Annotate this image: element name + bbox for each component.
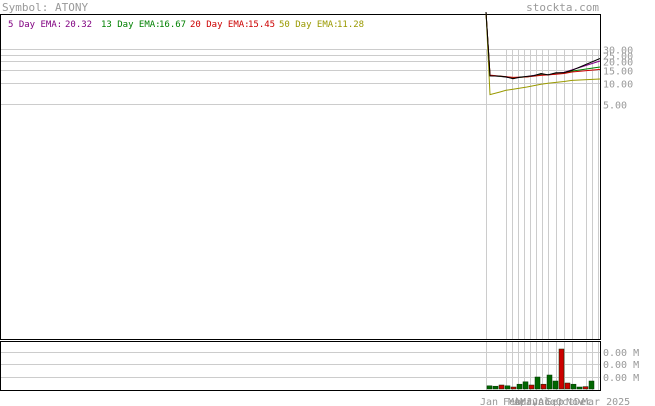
volume-bar xyxy=(540,383,547,390)
x-tick-label: Sep xyxy=(546,397,564,406)
x-tick-label: Feb xyxy=(503,397,521,406)
ema-legend: 5 Day EMA: 20.32 13 Day EMA: 16.67 20 Da… xyxy=(8,20,364,30)
y-tick-label: 15.00 xyxy=(603,67,633,78)
grid-lines xyxy=(1,49,600,390)
volume-bar xyxy=(588,380,595,390)
volume-bar xyxy=(576,386,583,390)
legend-ema-20-label: 20 Day EMA: xyxy=(190,20,250,30)
legend-ema-5-label: 5 Day EMA: xyxy=(8,20,62,30)
y-tick-label: 30.00 xyxy=(603,46,633,57)
legend-ema-50-value: 11.28 xyxy=(337,20,364,30)
legend-ema-50-label: 50 Day EMA: xyxy=(279,20,339,30)
x-tick-label: Jan xyxy=(480,397,498,406)
volume-bar xyxy=(510,386,517,390)
legend-ema-5-value: 20.32 xyxy=(65,20,92,30)
y-tick-label: 10.00 xyxy=(603,80,633,91)
volume-y-tick-label: 0.00 M xyxy=(603,373,639,384)
x-tick-label: Apr xyxy=(514,397,532,406)
y-tick-label: 20.00 xyxy=(603,58,633,69)
price-panel xyxy=(0,14,601,340)
series-price xyxy=(485,11,601,80)
site-label[interactable]: stockta.com xyxy=(526,1,599,14)
x-tick-label: Jun xyxy=(526,397,544,406)
x-tick-label: Jul xyxy=(532,397,550,406)
volume-bar xyxy=(492,385,499,390)
volume-bar xyxy=(570,383,577,390)
legend-ema-13-label: 13 Day EMA: xyxy=(101,20,161,30)
volume-bar xyxy=(558,348,565,390)
volume-y-tick-label: 0.00 M xyxy=(603,348,639,359)
x-tick-label: Mar 2025 xyxy=(582,397,630,406)
x-tick-label: May xyxy=(520,397,538,406)
volume-bar xyxy=(564,382,571,390)
volume-panel xyxy=(0,341,601,391)
volume-bar xyxy=(546,374,553,390)
volume-bar xyxy=(552,380,559,390)
volume-bar xyxy=(504,385,511,390)
volume-y-tick-label: 0.00 M xyxy=(603,360,639,371)
volume-bar xyxy=(528,384,535,390)
y-tick-label: 25.00 xyxy=(603,52,633,63)
series-lines xyxy=(485,11,601,96)
legend-ema-13-value: 16.67 xyxy=(159,20,186,30)
x-tick-label: Aug xyxy=(538,397,556,406)
y-tick-label: 5.00 xyxy=(603,101,627,112)
volume-bars xyxy=(486,348,595,390)
x-tick-label: Dec xyxy=(574,397,592,406)
volume-bar xyxy=(486,385,493,390)
volume-bar xyxy=(522,381,529,390)
volume-axis-ticks: 0.00 M0.00 M0.00 M xyxy=(603,348,639,384)
volume-bar xyxy=(516,383,523,390)
volume-bar xyxy=(498,384,505,390)
x-tick-label: Mar xyxy=(508,397,526,406)
volume-bar xyxy=(534,376,541,390)
x-tick-label: Nov xyxy=(566,397,584,406)
x-tick-label: Oct xyxy=(556,397,574,406)
volume-bar xyxy=(582,386,589,390)
legend-ema-20-value: 15.45 xyxy=(248,20,275,30)
series-50-day-ema xyxy=(485,11,601,96)
x-axis-ticks: Jan FebMarAprMayJunJulAugSepOctNovDecMar … xyxy=(480,397,630,406)
symbol-label: Symbol: ATONY xyxy=(2,1,88,14)
